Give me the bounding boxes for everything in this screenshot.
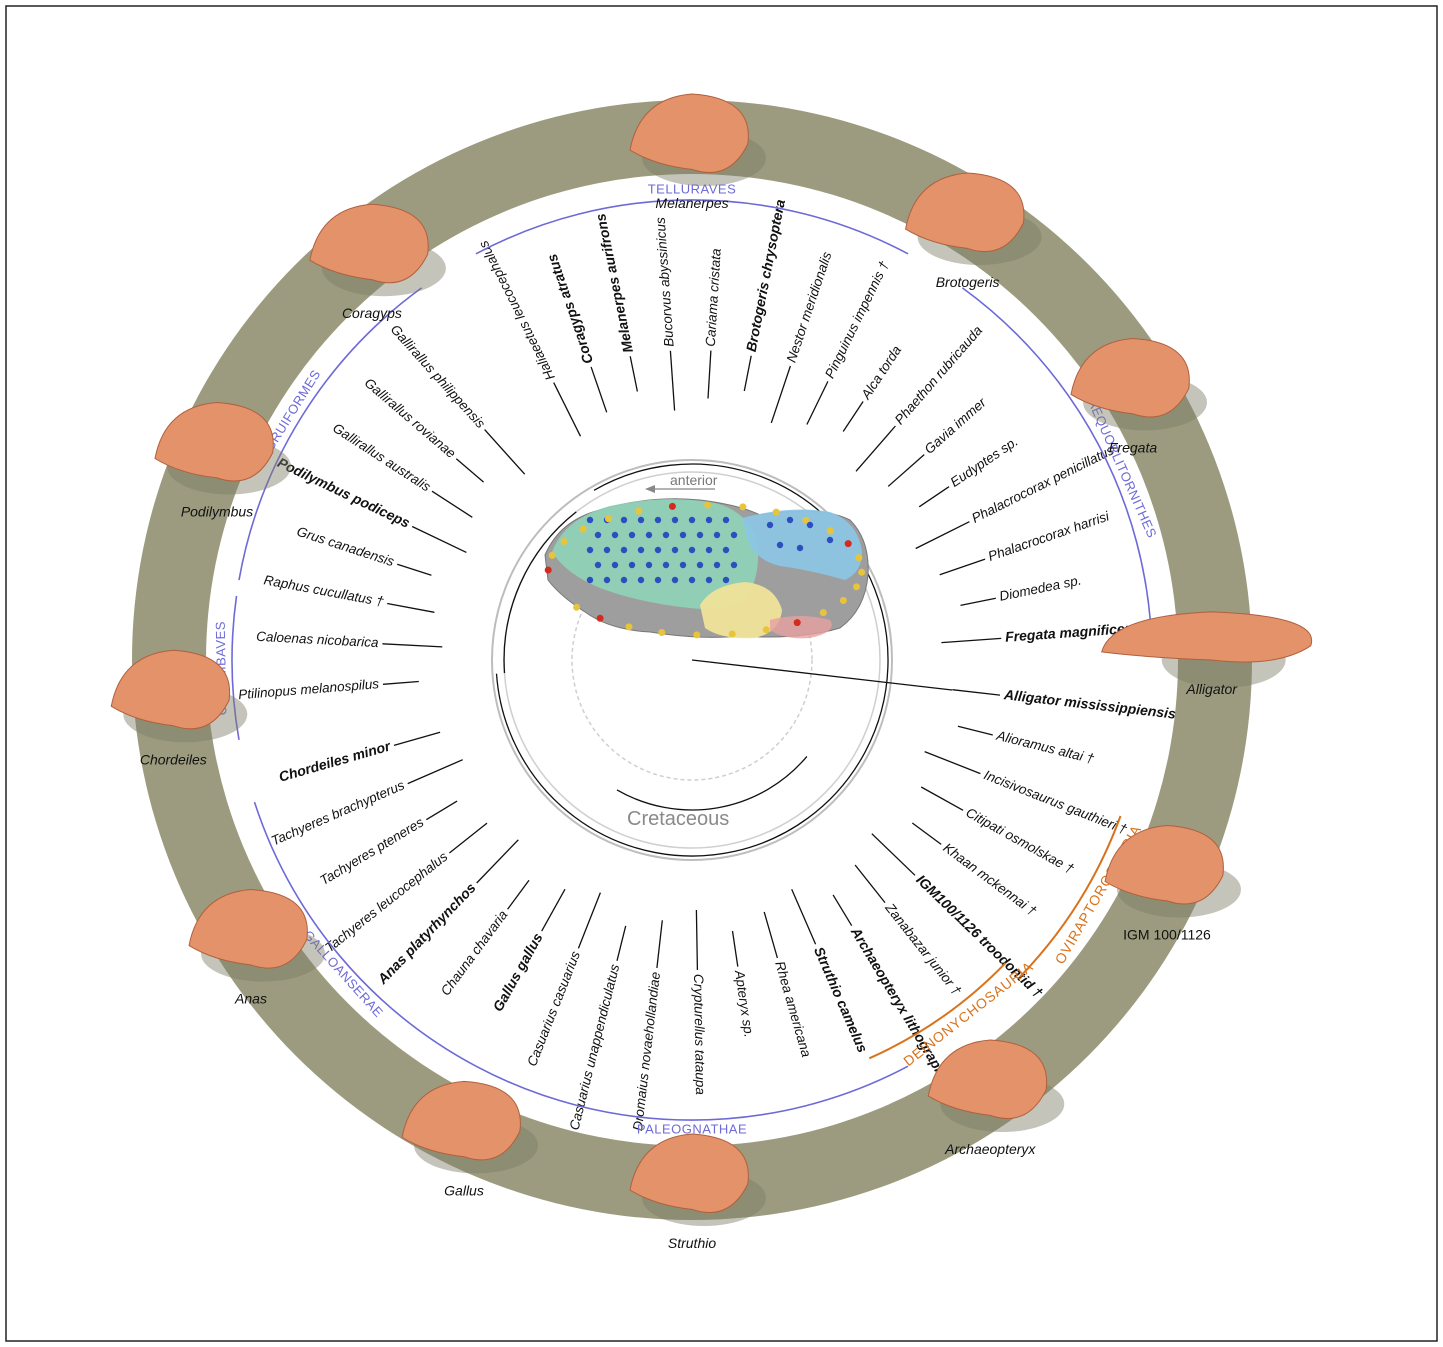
landmark-point [595,532,601,538]
landmark-point [549,552,556,559]
landmark-point [767,522,773,528]
landmark-point [629,532,635,538]
landmark-point [680,562,686,568]
landmark-point [621,577,627,583]
landmark-point [669,503,676,510]
landmark-point [731,562,737,568]
landmark-point [704,502,711,509]
landmark-point [663,562,669,568]
endocast-label: Fregata [1109,439,1157,455]
landmark-point [621,547,627,553]
landmark-point [655,517,661,523]
landmark-point [693,631,700,638]
landmark-point [626,623,633,630]
landmark-point [595,562,601,568]
landmark-point [787,517,793,523]
landmark-point [858,569,865,576]
landmark-point [680,532,686,538]
landmark-point [646,532,652,538]
landmark-point [655,577,661,583]
landmark-point [612,532,618,538]
landmark-point [604,547,610,553]
landmark-point [621,517,627,523]
landmark-point [731,532,737,538]
endocast-label: Melanerpes [655,195,728,211]
landmark-point [638,577,644,583]
anterior-label: anterior [670,472,718,488]
landmark-point [605,515,612,522]
landmark-point [638,517,644,523]
landmark-point [820,609,827,616]
landmark-point [763,626,770,633]
landmark-point [545,567,552,574]
landmark-point [706,547,712,553]
landmark-point [706,517,712,523]
landmark-point [723,577,729,583]
landmark-point [561,538,568,545]
landmark-point [729,631,736,638]
endocast-label: Coragyps [342,305,402,321]
landmark-point [794,619,801,626]
landmark-point [845,540,852,547]
landmark-point [723,547,729,553]
landmark-point [689,577,695,583]
landmark-point [658,629,665,636]
landmark-point [672,547,678,553]
taxon-label: Crypturellus tataupa [691,974,708,1096]
landmark-point [587,547,593,553]
landmark-point [655,547,661,553]
landmark-point [597,615,604,622]
landmark-point [587,517,593,523]
endocast-label: Anas [234,991,267,1007]
landmark-point [697,562,703,568]
landmark-point [646,562,652,568]
landmark-point [714,562,720,568]
landmark-point [797,545,803,551]
endocast-label: Struthio [668,1235,716,1251]
endocast-label: Alligator [1185,681,1238,697]
landmark-point [855,554,862,561]
landmark-point [689,547,695,553]
landmark-point [629,562,635,568]
landmark-point [739,503,746,510]
landmark-point [663,532,669,538]
landmark-point [697,532,703,538]
endocast-label: Archaeopteryx [944,1141,1036,1157]
landmark-point [773,509,780,516]
endocast-label: Gallus [444,1182,484,1198]
landmark-point [714,532,720,538]
landmark-point [706,577,712,583]
landmark-point [573,604,580,611]
endocast-label: Chordeiles [140,751,207,767]
landmark-point [587,577,593,583]
landmark-point [827,527,834,534]
landmark-point [638,547,644,553]
landmark-point [777,542,783,548]
landmark-point [853,583,860,590]
endocast-label: Brotogeris [936,274,1000,290]
landmark-point [827,537,833,543]
landmark-point [840,597,847,604]
landmark-point [635,508,642,515]
landmark-point [672,577,678,583]
landmark-point [723,517,729,523]
landmark-point [612,562,618,568]
landmark-point [580,526,587,533]
endocast-label: Podilymbus [181,504,253,520]
cretaceous-label: Cretaceous [627,808,729,830]
landmark-point [807,522,813,528]
landmark-point [672,517,678,523]
endocast-label: IGM 100/1126 [1123,927,1211,943]
landmark-point [689,517,695,523]
landmark-point [604,577,610,583]
